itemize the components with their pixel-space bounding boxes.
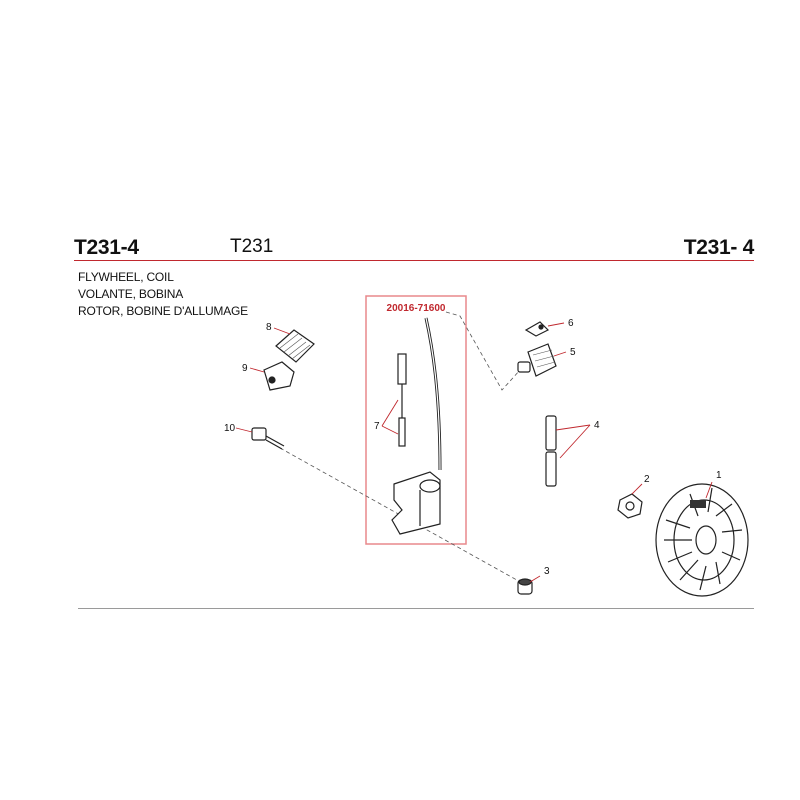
callout-8: 8 — [266, 322, 272, 333]
page-code-left: T231-4 — [74, 236, 139, 259]
model-name: T231 — [230, 236, 274, 257]
title-french: ROTOR, BOBINE D'ALLUMAGE — [78, 304, 248, 318]
title-spanish: VOLANTE, BOBINA — [78, 287, 184, 301]
callout-4: 4 — [594, 420, 600, 431]
callout-9: 9 — [242, 363, 248, 374]
highlight-box — [365, 295, 467, 545]
connector-part — [263, 361, 295, 391]
ignition-coil-part — [391, 317, 442, 535]
callout-10: 10 — [224, 423, 236, 434]
callout-1: 1 — [716, 470, 722, 481]
leader-lines — [235, 322, 713, 583]
callout-5: 5 — [570, 347, 576, 358]
footer-rule — [78, 608, 754, 609]
flywheel-part — [655, 483, 749, 597]
callout-6: 6 — [568, 318, 574, 329]
terminal-clip-part — [524, 321, 550, 337]
pin-parts — [545, 415, 557, 487]
callout-7: 7 — [374, 421, 380, 432]
spark-plug-cap-part — [517, 343, 557, 377]
part-number-label: 20016-71600 — [387, 303, 446, 314]
boot-part — [275, 329, 315, 363]
callout-3: 3 — [544, 566, 550, 577]
nut-part — [617, 493, 643, 519]
callout-2: 2 — [644, 474, 650, 485]
bolt-part — [251, 427, 285, 450]
title-english: FLYWHEEL, COIL — [78, 270, 174, 284]
page-code-right: T231- 4 — [683, 236, 755, 259]
spacer-part — [517, 578, 533, 595]
header-rule — [74, 260, 754, 261]
assembly-dashed-lines — [279, 311, 525, 585]
